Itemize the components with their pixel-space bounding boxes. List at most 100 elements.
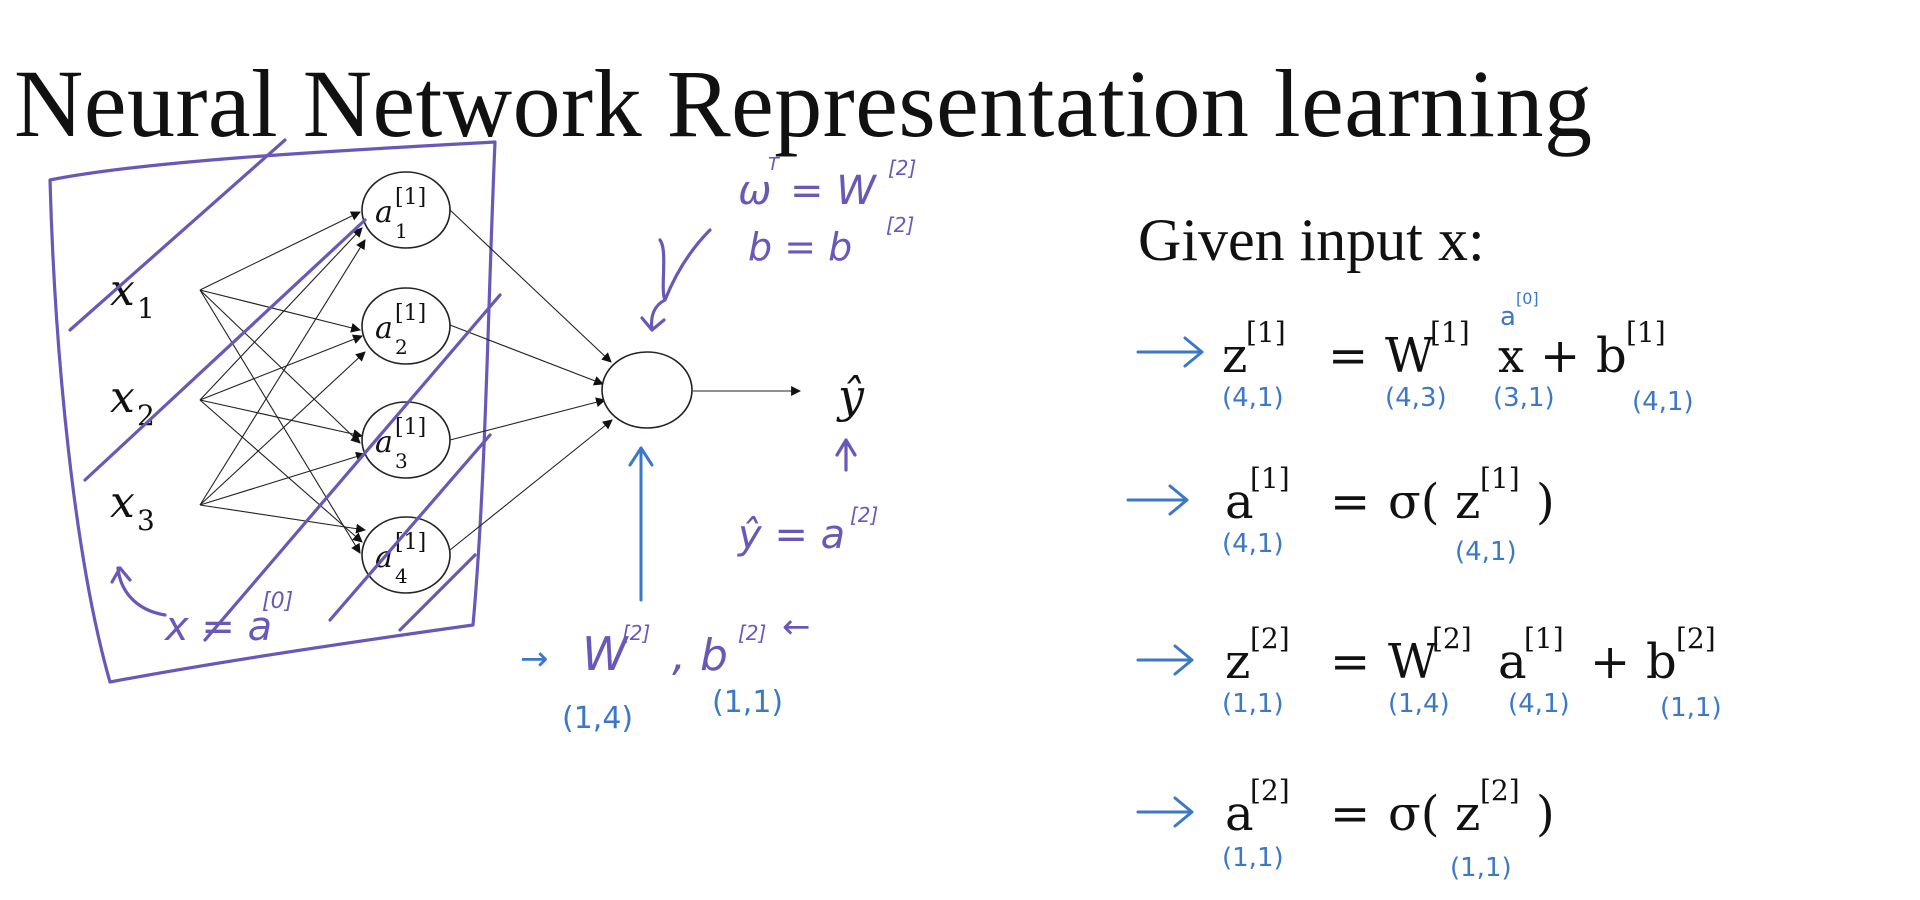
input-subscript: 1 [137, 292, 155, 325]
wt-omega: ω [738, 168, 772, 214]
wt-eq-sup: [2] [888, 156, 916, 180]
eq2-lhs: a [1225, 474, 1254, 530]
hidden-sup: [1] [395, 530, 426, 555]
edges [199, 209, 801, 554]
eq3-plus: + [1590, 634, 1630, 690]
hidden-letter: a [375, 195, 393, 230]
yhat-sup: [2] [850, 503, 878, 527]
hidden-sup: [1] [395, 185, 426, 210]
w-dim: (1,4) [562, 701, 633, 736]
eq3-w-sup: [2] [1432, 622, 1472, 655]
eq1-a0-note: a [1500, 302, 1516, 332]
slide-title: Neural Network Representation learning [14, 50, 1593, 157]
x-a0-text: x = a [163, 604, 272, 650]
hidden-node-2: a [1] 2 [361, 287, 451, 365]
hidden-sub: 2 [395, 335, 408, 359]
b-eq-sup: [2] [886, 213, 914, 237]
b-param: , b [672, 630, 728, 681]
equation-2: a [1] = σ( z [1] ) (4,1) (4,1) [1126, 462, 1555, 567]
given-input-label: Given input x: [1138, 207, 1485, 273]
hidden-node-3: a [1] 3 [361, 401, 451, 479]
eq2-eq: = [1330, 474, 1370, 530]
b-param-sup: [2] [738, 621, 766, 645]
eq4-lhs-sup: [2] [1250, 774, 1290, 807]
b-dim: (1,1) [712, 685, 783, 720]
eq1-arrow [1136, 336, 1204, 368]
wt-eq: = W [790, 168, 877, 214]
wt-sup: T [768, 154, 781, 175]
equation-3: z [2] = W [2] a [1] + b [2] (1,1) (1,4) … [1136, 622, 1722, 723]
output-label: ŷ [836, 369, 865, 423]
w-param-sup: [2] [622, 621, 650, 645]
params-arrow-left: → [520, 639, 549, 679]
annotation-yhat: ŷ = a [2] [737, 438, 878, 558]
eq4-arrow [1136, 796, 1194, 828]
equation-4: a [2] = σ( z [2] ) (1,1) (1,1) [1136, 774, 1555, 883]
layer-box [48, 140, 497, 684]
eq4-close: ) [1536, 786, 1555, 842]
hidden-sub: 4 [395, 564, 408, 588]
eq3-dim-3: (4,1) [1508, 689, 1570, 719]
eq4-lhs: a [1225, 786, 1254, 842]
hidden-sup: [1] [395, 301, 426, 326]
input-node-3: x 3 [110, 477, 155, 537]
eq4-dim-2: (1,1) [1450, 853, 1512, 883]
eq1-var: x [1498, 329, 1524, 383]
input-subscript: 2 [137, 399, 155, 432]
equation-1: z [1] = W [1] x a [0] + b [1] (4,1) (4,3… [1136, 289, 1694, 417]
eq3-lhs-sup: [2] [1250, 622, 1290, 655]
eq1-eq: = [1328, 328, 1368, 384]
eq1-dim-4: (4,1) [1632, 387, 1694, 417]
eq3-dim-2: (1,4) [1388, 689, 1450, 719]
eq3-var-sup: [1] [1524, 622, 1564, 655]
eq4-dim-1: (1,1) [1222, 843, 1284, 873]
input-node-1: x 1 [110, 265, 155, 325]
eq1-plus: + [1540, 328, 1580, 384]
eq3-dim-4: (1,1) [1660, 693, 1722, 723]
eq1-b-sup: [1] [1626, 316, 1666, 349]
hidden-sub: 1 [395, 219, 408, 243]
eq1-dim-3: (3,1) [1493, 383, 1555, 413]
eq4-arg-sup: [2] [1480, 774, 1520, 807]
eq1-w-sup: [1] [1430, 316, 1470, 349]
strike-lines [68, 138, 502, 642]
eq4-sigma: σ( [1388, 786, 1440, 842]
eq2-close: ) [1536, 474, 1555, 530]
input-node-2: x 2 [110, 372, 155, 432]
annotation-params: → W [2] , b [2] ← (1,4) (1,1) [520, 607, 811, 736]
eq1-b: b [1596, 328, 1627, 384]
eq1-lhs-sup: [1] [1246, 316, 1286, 349]
eq2-dim-2: (4,1) [1455, 537, 1517, 567]
eq2-arg: z [1455, 474, 1480, 530]
input-label: x [110, 477, 135, 528]
eq1-dim-2: (4,3) [1385, 383, 1447, 413]
annotation-wt: ω T = W [2] b = b [2] [640, 154, 916, 332]
eq2-sigma: σ( [1388, 474, 1440, 530]
eq1-lhs: z [1222, 328, 1247, 384]
eq1-dim-1: (4,1) [1222, 383, 1284, 413]
eq3-lhs: z [1225, 634, 1250, 690]
eq3-eq: = [1330, 634, 1370, 690]
eq3-arrow [1136, 644, 1194, 676]
output-node [601, 351, 693, 429]
arrow-to-output [628, 446, 654, 602]
eq2-arrow [1126, 484, 1189, 516]
eq3-b: b [1646, 634, 1677, 690]
eq3-var: a [1498, 634, 1527, 690]
params-arrow-right: ← [782, 607, 811, 647]
eq3-w: W [1388, 634, 1438, 690]
eq2-dim-1: (4,1) [1222, 529, 1284, 559]
input-subscript: 3 [137, 504, 155, 537]
hidden-node-4: a [1] 4 [361, 516, 451, 594]
eq3-dim-1: (1,1) [1222, 689, 1284, 719]
yhat-text: ŷ = a [737, 512, 845, 558]
eq4-eq: = [1330, 786, 1370, 842]
b-eq: b = b [748, 225, 852, 269]
input-label: x [110, 372, 135, 423]
eq4-arg: z [1455, 786, 1480, 842]
annotation-x-a0: x = a [0] [110, 566, 293, 650]
x-a0-sup: [0] [262, 589, 293, 614]
hidden-node-1: a [1] 1 [361, 171, 451, 249]
